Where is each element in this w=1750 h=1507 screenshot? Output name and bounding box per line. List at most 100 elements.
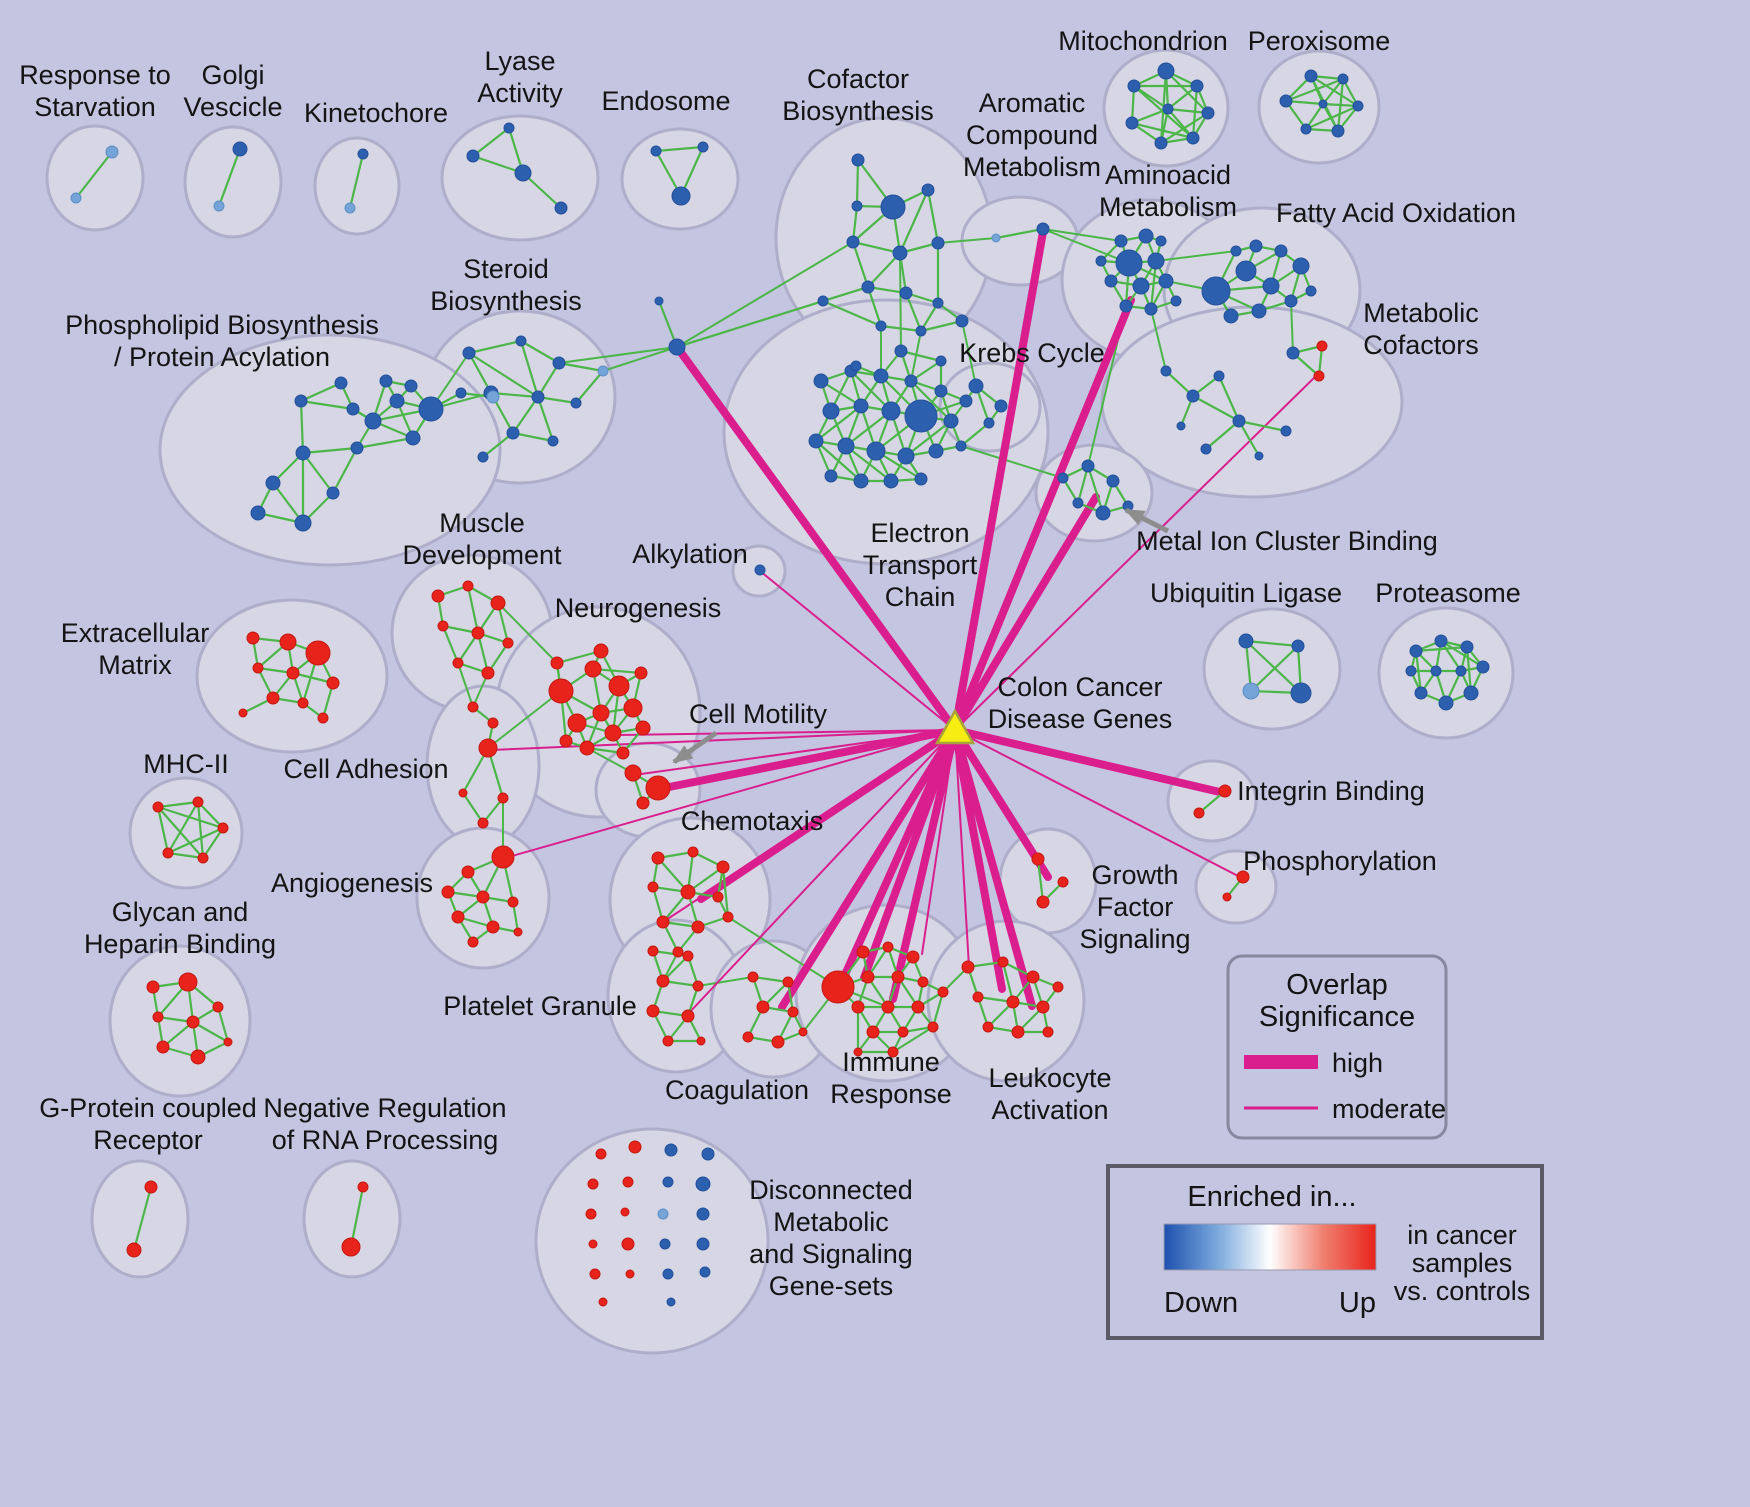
cluster-label-metal-ion-cluster-binding: Metal Ion Cluster Binding bbox=[1136, 526, 1438, 556]
gene-set-node-mhc-ii bbox=[192, 796, 204, 808]
gene-set-node-phospholipid-biosynthesis bbox=[346, 402, 360, 416]
legend-moderate-label: moderate bbox=[1332, 1094, 1446, 1124]
overlap-edge-metabolic-cofactors bbox=[1237, 419, 1261, 458]
gene-set-node-extracellular-matrix bbox=[317, 712, 329, 724]
overlap-edge-cofactor-biosynthesis bbox=[855, 158, 860, 208]
gene-set-node-immune-response bbox=[927, 1021, 939, 1033]
overlap-edge-lyase-activity bbox=[521, 171, 563, 210]
gene-set-node-growth-factor-signaling bbox=[1031, 852, 1045, 866]
gene-set-node-disconnected-gene-sets bbox=[659, 1238, 671, 1250]
overlap-edge-metabolic-cofactors bbox=[1237, 419, 1288, 433]
cluster-label-colon-cancer-disease-genes: Disease Genes bbox=[988, 704, 1173, 734]
overlap-edge-metabolic-cofactors bbox=[1191, 394, 1241, 423]
enrichment-gradient-bar bbox=[1163, 1223, 1377, 1271]
overlap-edge-cofactor-biosynthesis bbox=[866, 251, 902, 289]
gene-set-node-cell-adhesion bbox=[477, 817, 489, 829]
gene-set-node-proteasome bbox=[1434, 634, 1448, 648]
gene-set-node-growth-factor-signaling bbox=[1057, 876, 1069, 888]
significance-edge-high bbox=[951, 726, 1228, 797]
overlap-edge-muscle-development bbox=[441, 624, 460, 665]
gene-set-node-metabolic-cofactors bbox=[1200, 443, 1212, 455]
gene-set-node-phospholipid-biosynthesis bbox=[334, 376, 348, 390]
overlap-edge-mhc-ii bbox=[156, 800, 200, 809]
gene-set-node-electron-transport-chain bbox=[943, 413, 959, 429]
overlap-edge-muscle-development bbox=[476, 631, 490, 675]
overlap-edge-phospholipid-biosynthesis bbox=[331, 446, 359, 495]
overlap-edge-cofactor-biosynthesis bbox=[821, 299, 883, 328]
gene-set-node-disconnected-gene-sets bbox=[589, 1268, 601, 1280]
cluster-ellipse-endosome bbox=[620, 127, 740, 231]
gene-set-node-leukocyte-activation bbox=[1011, 1025, 1025, 1039]
gene-set-node-phospholipid-biosynthesis bbox=[294, 394, 308, 408]
overlap-edge-electron-transport-chain bbox=[819, 379, 863, 408]
gene-set-node-muscle-development bbox=[502, 637, 514, 649]
overlap-edge-steroid-biosynthesis bbox=[467, 339, 523, 355]
gene-set-node-fatty-acid-oxidation bbox=[1274, 244, 1288, 258]
overlap-edge-g-protein-coupled-receptor bbox=[132, 1185, 153, 1252]
gene-set-node-cofactor-biosynthesis bbox=[932, 297, 944, 309]
significance-edge-moderate bbox=[504, 729, 956, 859]
cluster-label-metabolic-cofactors: Cofactors bbox=[1363, 330, 1479, 360]
overlap-edge bbox=[697, 976, 754, 987]
gene-set-node-platelet-granule bbox=[681, 1009, 695, 1023]
overlap-edge-metabolic-cofactors bbox=[1204, 419, 1241, 451]
gene-set-node-phospholipid-biosynthesis bbox=[364, 412, 382, 430]
gene-set-node-extracellular-matrix bbox=[238, 708, 248, 718]
gene-set-node-junction-node bbox=[668, 338, 686, 356]
gene-set-node-immune-response bbox=[891, 970, 905, 984]
gene-set-node-metabolic-cofactors bbox=[1286, 346, 1300, 360]
overlap-edge-steroid-biosynthesis bbox=[574, 369, 605, 405]
overlap-edge bbox=[586, 747, 634, 774]
cluster-label-cofactor-biosynthesis: Biosynthesis bbox=[782, 96, 934, 126]
gene-set-node-disconnected-gene-sets bbox=[664, 1143, 678, 1157]
gene-set-node-proteasome bbox=[1476, 660, 1490, 674]
gene-set-node-disconnected-gene-sets bbox=[701, 1147, 715, 1161]
overlap-edge-cofactor-biosynthesis bbox=[926, 188, 940, 245]
significance-edge-moderate bbox=[759, 570, 956, 731]
cluster-label-phospholipid-biosynthesis: Phospholipid Biosynthesis bbox=[65, 310, 379, 340]
significance-edge-moderate bbox=[662, 729, 956, 923]
overlap-edge-mhc-ii bbox=[201, 826, 225, 860]
overlap-edge-ubiquitin-ligase bbox=[1249, 644, 1300, 693]
gene-set-node-cofactor-biosynthesis bbox=[846, 235, 860, 249]
gene-set-node-angiogenesis bbox=[451, 910, 465, 924]
gene-set-node-aminoacid-metabolism bbox=[1138, 228, 1154, 244]
disease-gene-hub bbox=[934, 708, 976, 745]
gene-set-node-leukocyte-activation bbox=[1036, 1000, 1050, 1014]
cluster-ellipse-golgi-vescicle bbox=[183, 125, 283, 239]
cluster-label-angiogenesis: Angiogenesis bbox=[271, 868, 433, 898]
gene-set-node-disconnected-gene-sets bbox=[699, 1266, 711, 1278]
gene-set-node-glycan-heparin-binding bbox=[146, 980, 160, 994]
gene-set-node-immune-response bbox=[887, 1046, 899, 1058]
overlap-edge-steroid-biosynthesis bbox=[511, 395, 540, 435]
overlap-edge-mhc-ii bbox=[156, 805, 170, 855]
gene-set-node-fatty-acid-oxidation bbox=[1230, 245, 1242, 257]
cluster-label-g-protein-coupled-receptor: Receptor bbox=[93, 1125, 203, 1155]
sig-layer bbox=[490, 228, 1319, 1015]
cluster-label-leukocyte-activation: Activation bbox=[991, 1095, 1108, 1125]
gene-set-node-immune-response bbox=[856, 945, 870, 959]
legend-enriched-note-line1: in cancer bbox=[1407, 1220, 1517, 1250]
gene-set-node-aminoacid-metabolism bbox=[1095, 255, 1107, 267]
gene-set-node-electron-transport-chain bbox=[824, 469, 838, 483]
gene-set-node-aminoacid-metabolism bbox=[1147, 252, 1165, 270]
overlap-edge-immune-response bbox=[931, 990, 945, 1029]
cluster-label-mitochondrion: Mitochondrion bbox=[1058, 26, 1228, 56]
gene-set-node-immune-response bbox=[906, 950, 920, 964]
significance-edge-high bbox=[778, 726, 959, 1011]
overlap-edge-peroxisome bbox=[1336, 77, 1345, 133]
gene-set-node-phosphorylation bbox=[1222, 892, 1232, 902]
gene-set-node-disconnected-gene-sets bbox=[595, 1148, 607, 1160]
cluster-ellipse-growth-factor-signaling bbox=[998, 827, 1098, 935]
gene-set-node-angiogenesis bbox=[486, 920, 500, 934]
gene-set-node-neurogenesis bbox=[592, 704, 610, 722]
gene-set-node-phospholipid-biosynthesis bbox=[294, 514, 312, 532]
gene-set-node-aminoacid-metabolism bbox=[1132, 277, 1150, 295]
gene-set-node-immune-response bbox=[937, 986, 949, 998]
gene-set-node-mitochondrion bbox=[1125, 116, 1139, 130]
gene-set-node-cofactor-biosynthesis bbox=[875, 320, 887, 332]
gene-set-node-phospholipid-biosynthesis bbox=[455, 387, 467, 399]
gene-set-node-extracellular-matrix bbox=[286, 666, 300, 680]
gene-set-node-chemotaxis bbox=[651, 851, 665, 865]
significance-edge-high bbox=[951, 726, 1036, 1010]
